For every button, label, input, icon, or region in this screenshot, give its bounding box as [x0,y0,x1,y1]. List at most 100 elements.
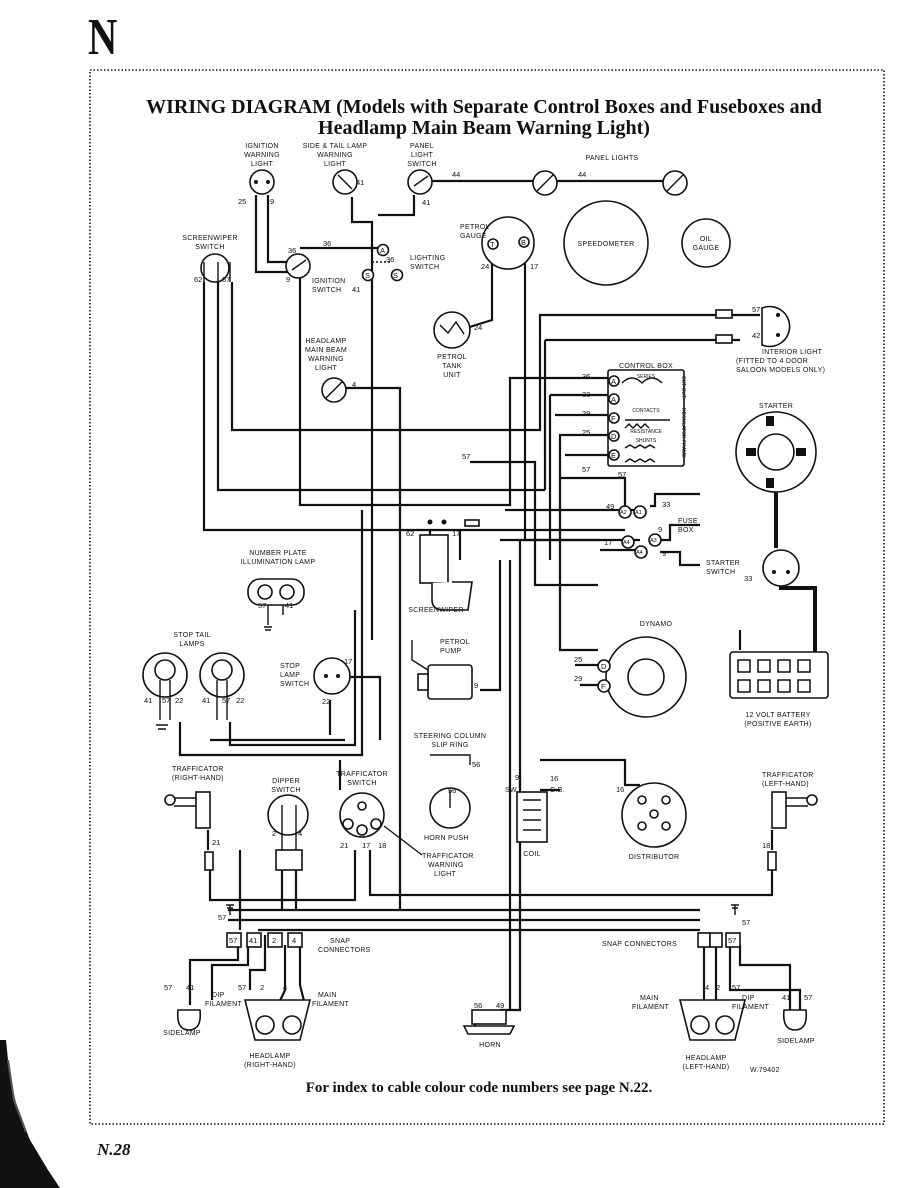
svg-text:INTERIOR LIGHT: INTERIOR LIGHT [762,349,823,356]
wiring-harness [178,179,817,1030]
svg-text:DIP: DIP [742,995,755,1002]
svg-text:FILAMENT: FILAMENT [312,1001,349,1008]
svg-text:57: 57 [229,936,237,945]
svg-text:GAUGE: GAUGE [693,245,720,252]
svg-text:MAIN BEAM: MAIN BEAM [305,347,347,354]
oil-gauge: OIL GAUGE [681,218,731,268]
svg-text:57: 57 [164,983,172,992]
svg-text:PUMP: PUMP [440,648,461,655]
svg-text:PETROL: PETROL [460,224,490,231]
svg-text:S: S [365,271,370,280]
speedometer: SPEEDOMETER [563,200,649,286]
svg-text:PETROL: PETROL [437,354,467,361]
svg-text:56: 56 [448,786,456,795]
battery: 12 VOLT BATTERY (POSITIVE EARTH) [729,651,829,728]
svg-text:TRAFFICATOR: TRAFFICATOR [336,771,388,778]
sidelamp-left: SIDELAMP 57 41 [163,983,202,1037]
petrol-gauge: T B PETROL GAUGE 24 17 [460,216,538,271]
svg-text:WARNING: WARNING [308,356,344,363]
svg-text:9: 9 [474,681,478,690]
steering-column-slip-ring: STEERING COLUMN SLIP RING 56 56 HORN PUS… [414,733,486,842]
svg-text:57: 57 [752,305,760,314]
svg-text:FILAMENT: FILAMENT [632,1004,669,1011]
svg-text:29: 29 [574,674,582,683]
svg-text:LAMP: LAMP [280,672,300,679]
svg-text:17: 17 [344,657,352,666]
svg-text:HEADLAMP: HEADLAMP [686,1055,727,1062]
svg-text:TRAFFICATOR: TRAFFICATOR [762,772,814,779]
svg-text:56: 56 [472,760,480,769]
svg-text:12 VOLT BATTERY: 12 VOLT BATTERY [745,712,810,719]
svg-text:57: 57 [804,993,812,1002]
svg-text:9: 9 [286,275,290,284]
trafficator-switch: TRAFFICATOR SWITCH 21 17 18 TRAFFICATOR … [336,771,473,878]
svg-text:57: 57 [618,470,626,479]
ignition-switch: IGNITION SWITCH 36 36 9 41 [285,239,360,294]
svg-text:STARTER: STARTER [706,560,740,567]
svg-text:22: 22 [322,697,330,706]
svg-text:WARNING: WARNING [317,152,353,159]
panel-lights: PANEL LIGHTS 44 [532,155,688,196]
svg-text:ILLUMINATION LAMP: ILLUMINATION LAMP [241,559,316,566]
svg-text:SHUNTS: SHUNTS [636,438,657,444]
trafficator-right-hand: TRAFFICATOR (RIGHT-HAND) 21 [164,766,224,871]
snap-connectors-left: 57 41 2 4 SNAP CONNECTORS 57 [218,904,370,954]
svg-text:36: 36 [323,239,331,248]
svg-text:DYNAMO: DYNAMO [640,621,673,628]
svg-text:25: 25 [582,428,590,437]
svg-text:49: 49 [496,1001,504,1010]
starter: STARTER [735,403,817,493]
svg-text:2: 2 [716,983,720,992]
svg-text:41: 41 [144,696,152,705]
starter-switch: STARTER SWITCH 33 [706,549,800,587]
panel-light-switch: PANEL LIGHT SWITCH 44 41 [407,143,460,207]
dipper-switch: DIPPER SWITCH 2 4 [267,778,309,871]
svg-text:FUSE: FUSE [678,518,698,525]
svg-text:4: 4 [705,983,709,992]
dotted-frame [89,69,885,1125]
svg-text:57: 57 [238,983,246,992]
svg-text:GAUGE: GAUGE [460,233,487,240]
svg-text:36: 36 [288,246,296,255]
svg-text:56: 56 [474,1001,482,1010]
svg-text:41: 41 [186,983,194,992]
svg-text:A1: A1 [635,510,642,516]
svg-text:16: 16 [550,774,558,783]
svg-text:29: 29 [582,409,590,418]
svg-text:57: 57 [218,913,226,922]
svg-text:SIDELAMP: SIDELAMP [163,1030,201,1037]
svg-text:REGULATOR FRAME: REGULATOR FRAME [680,408,686,458]
stop-tail-lamps: STOP TAIL LAMPS 41 57 22 41 57 22 [142,632,245,730]
svg-text:22: 22 [175,696,183,705]
svg-text:21: 21 [212,838,220,847]
svg-text:A2: A2 [620,510,627,516]
svg-text:57: 57 [582,465,590,474]
svg-text:PANEL: PANEL [410,143,434,150]
petrol-pump: PETROL PUMP 9 [411,639,478,700]
svg-text:41: 41 [202,696,210,705]
fuse-box: A1 A2 A3 A4 A4 FUSE BOX 33 49 9 17 9 [604,500,698,559]
ignition-warning-light-label: IGNITION [245,143,279,150]
svg-text:E: E [611,451,616,460]
svg-text:57: 57 [728,936,736,945]
svg-text:BOX: BOX [678,527,694,534]
svg-text:FILAMENT: FILAMENT [732,1004,769,1011]
svg-text:36: 36 [582,372,590,381]
sidelamp-right: SIDELAMP 41 57 [777,993,815,1045]
svg-text:36: 36 [386,255,394,264]
distributor: DISTRIBUTOR 16 [616,782,687,861]
svg-text:SIDE & TAIL LAMP: SIDE & TAIL LAMP [303,143,368,150]
svg-text:HORN: HORN [479,1042,501,1049]
svg-text:T: T [490,240,495,249]
svg-text:WARNING: WARNING [428,862,464,869]
number-plate-illumination-lamp: NUMBER PLATE ILLUMINATION LAMP 57 41 [241,550,316,631]
svg-text:41: 41 [249,936,257,945]
svg-text:LIGHT: LIGHT [315,365,338,372]
svg-text:33: 33 [744,574,752,583]
svg-text:NUMBER PLATE: NUMBER PLATE [249,550,307,557]
control-box: CONTROL BOX SERIES CONTACTS RESISTANCE S… [462,363,686,479]
svg-text:A4: A4 [636,550,643,556]
svg-text:9: 9 [662,549,666,558]
svg-text:57: 57 [162,696,170,705]
